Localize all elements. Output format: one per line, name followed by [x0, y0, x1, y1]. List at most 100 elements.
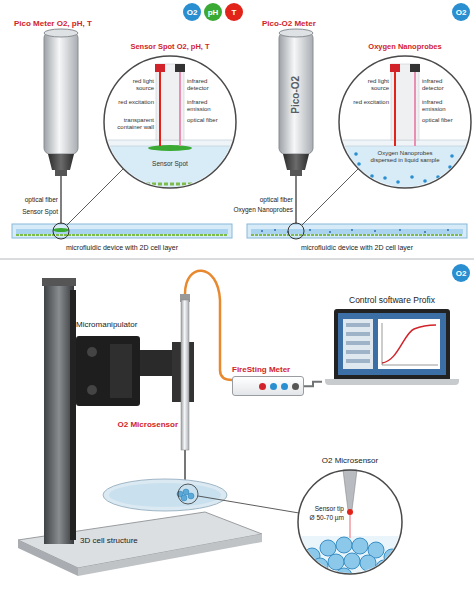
callout-label: infrared detector: [422, 78, 456, 92]
callout-label: red light source: [353, 78, 389, 92]
zoom-sensor-tip: [336, 537, 352, 553]
panel-row: [346, 359, 370, 363]
callout-label: infrared emission: [187, 99, 229, 113]
callout-label: Ø 50-70 µm: [300, 514, 344, 521]
laptop-device: Control software Profix: [322, 296, 462, 385]
zoom-sensor-tip: [295, 536, 405, 584]
zoom-nanoprobes: [414, 72, 416, 146]
badge-circle: O2: [452, 3, 470, 21]
plot-curve: [382, 325, 436, 363]
callout-label: Micromanipulator: [76, 320, 148, 329]
heading-label: Pico-O2 Meter: [262, 19, 362, 28]
meter-port: [281, 383, 288, 390]
petri-dish: [188, 493, 194, 499]
badge-circle: O2: [452, 264, 470, 282]
zoom-sensor-spot: [110, 183, 230, 186]
zoom-nanoprobes: [335, 140, 474, 146]
zoom-nanoprobes: [370, 174, 374, 178]
zoom-sensor-spot: [159, 72, 161, 146]
badge-text: T: [232, 8, 237, 17]
callout-label: Oxygen Nanoprobes dispersed in liquid sa…: [365, 150, 445, 164]
zoom-sensor-tip: [298, 470, 402, 574]
zoom-sensor-tip: [349, 515, 351, 538]
zoom-sensor-tip: [347, 509, 353, 515]
device-heading: Control software Profix: [322, 296, 462, 306]
o2-microsensor: [181, 300, 189, 450]
stand: [78, 534, 262, 576]
microfluidic-device: [16, 229, 228, 234]
petri-dish: [183, 489, 189, 495]
panel-row: [346, 323, 370, 327]
stand: [18, 278, 262, 576]
laptop-screen: [334, 309, 450, 379]
stand: [44, 284, 74, 544]
badge-circle: pH: [204, 3, 222, 21]
zoom-sensor-tip: [344, 553, 360, 569]
petri-dish: [103, 479, 299, 513]
microfluidic-device: [351, 229, 353, 231]
plot-axes: [382, 323, 438, 365]
badge-text: O2: [456, 8, 467, 17]
pico-meter-device: [60, 176, 62, 228]
stand: [18, 540, 78, 576]
zoom-sensor-spot: [148, 145, 192, 151]
meter-body: [232, 376, 304, 396]
microfluidic-device: [399, 229, 401, 231]
microfluidic-device: [374, 230, 376, 232]
zoom-nanoprobes: [410, 175, 414, 179]
device-heading: FireSting Meter: [232, 365, 290, 374]
stand: [42, 278, 76, 286]
micromanipulator-block: [76, 336, 194, 406]
micromanipulator-block: [87, 347, 97, 357]
zoom-nanoprobes: [339, 56, 471, 188]
callout-label: optical fiber: [4, 196, 58, 203]
software-plot: [338, 313, 446, 375]
zoom-sensor-tip: [295, 470, 405, 584]
o2-microsensor: [185, 271, 232, 380]
plot-pane: [378, 319, 440, 369]
micromanipulator-block: [110, 344, 132, 398]
petri-dish: [198, 496, 299, 513]
callout-label: microfluidic device with 2D cell layer: [22, 244, 222, 252]
stand: [70, 290, 76, 540]
petri-dish: [181, 495, 187, 501]
meter-port: [292, 383, 299, 390]
zoom-sensor-tip: [298, 470, 402, 574]
callout-label: Sensor Spot: [4, 208, 58, 215]
microfluidic-device: [329, 231, 331, 233]
callout-label: O2 Microsensor: [300, 456, 400, 465]
callout-label: microfluidic device with 2D cell layer: [257, 244, 457, 252]
badge-circle: T: [225, 3, 243, 21]
zoom-nanoprobes: [357, 162, 361, 166]
zoom-sensor-tip: [343, 470, 357, 510]
callout-label: infrared emission: [422, 99, 464, 113]
pico-meter-device: [44, 32, 78, 154]
badge-text: pH: [208, 8, 219, 17]
microfluidic-device: [16, 234, 228, 236]
pico-meter-device: [44, 29, 78, 37]
meter-port: [259, 383, 266, 390]
zoom-nanoprobes: [450, 154, 454, 158]
microfluidic-device: [302, 169, 358, 225]
o2-microsensor: [180, 271, 232, 487]
zoom-sensor-tip: [336, 568, 352, 584]
badge-circle: O2: [183, 3, 201, 21]
microfluidic-device: [247, 224, 467, 238]
zoom-nanoprobes: [394, 72, 396, 146]
micromanipulator-block: [76, 336, 140, 406]
panel-row: [346, 332, 370, 336]
zoom-sensor-spot: [104, 56, 236, 188]
zoom-nanoprobes: [396, 180, 400, 184]
pico-o2-device: [295, 176, 297, 228]
callout-label: red light source: [118, 78, 154, 92]
heading-label: Oxygen Nanoprobes: [350, 43, 460, 52]
meter-device: FireSting Meter: [232, 358, 304, 396]
pico-meter-device: [48, 154, 74, 170]
pico-o2-device: [283, 154, 309, 170]
microfluidic-device: [53, 223, 69, 239]
zoom-nanoprobes: [354, 152, 358, 156]
screen-ground: [338, 313, 446, 375]
badge-text: O2: [456, 269, 467, 278]
heading-label: Pico Meter O2, pH, T: [14, 19, 134, 28]
